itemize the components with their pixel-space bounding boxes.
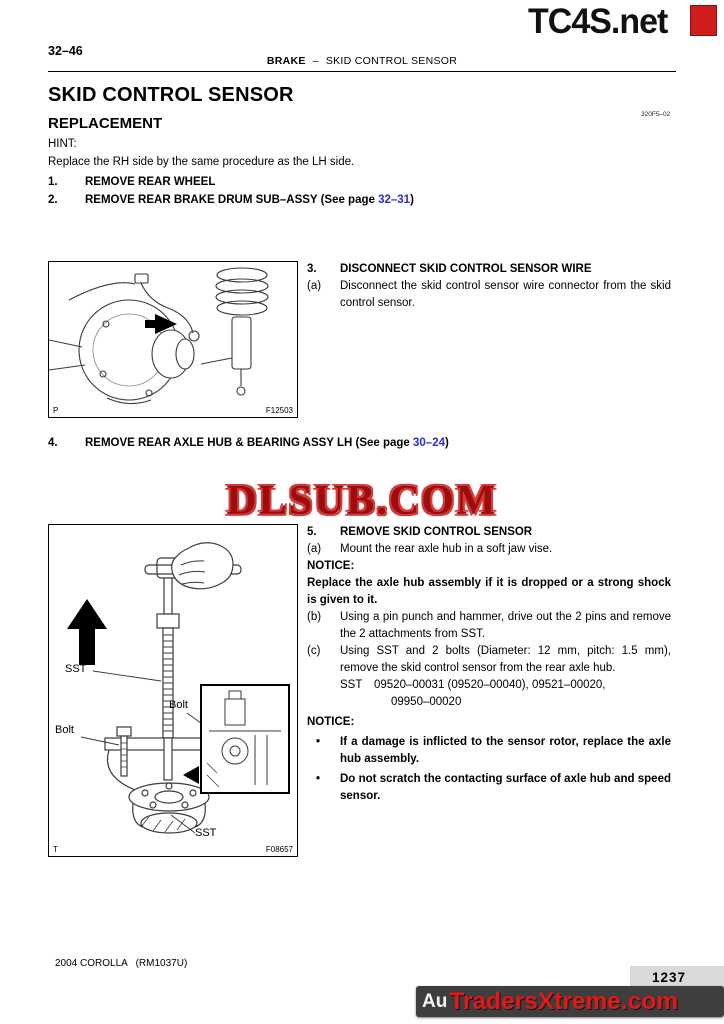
step-3-number: 3. (307, 263, 317, 275)
sst-label: SST (340, 679, 363, 691)
sst-numbers-row: SST 09520–00031 (09520–00040), 09521–0002… (307, 677, 671, 694)
page-link-30-24[interactable]: 30–24 (413, 437, 445, 449)
figure2-label-sst-top: SST (65, 663, 87, 675)
step-4-number: 4. (48, 437, 58, 449)
header-section: BRAKE (266, 55, 306, 67)
page-ref: 32–46 (48, 44, 83, 58)
hint-label: HINT: (48, 138, 77, 150)
step-5a-text: Mount the rear axle hub in a soft jaw vi… (340, 543, 553, 555)
section-title: REPLACEMENT (48, 115, 163, 132)
step-3a: (a) Disconnect the skid control sensor wi… (307, 278, 671, 312)
bullet-1-marker: • (316, 736, 321, 748)
figure1-corner-label: P (53, 406, 59, 415)
step-5b: (b) Using a pin punch and hammer, drive o… (307, 609, 671, 643)
watermark-top: TC4S.net (528, 2, 668, 41)
step-3-title-row: 3. DISCONNECT SKID CONTROL SENSOR WIRE (307, 261, 671, 278)
notice-1-label: NOTICE: (307, 560, 355, 572)
step-1-number: 1. (48, 176, 58, 188)
header-breadcrumb: BRAKE–SKID CONTROL SENSOR (48, 42, 676, 67)
step-3: 3. DISCONNECT SKID CONTROL SENSOR WIRE (a… (307, 261, 671, 312)
step-5b-text: Using a pin punch and hammer, drive out … (340, 611, 671, 640)
bullet-2-text: Do not scratch the contacting surface of… (340, 773, 671, 802)
figure2-label-bolt-left: Bolt (55, 724, 74, 736)
step-3a-text: Disconnect the skid control sensor wire … (340, 280, 671, 309)
page-header: 32–46 BRAKE–SKID CONTROL SENSOR (48, 42, 676, 72)
bullet-2-marker: • (316, 773, 321, 785)
header-subsection: SKID CONTROL SENSOR (325, 55, 458, 67)
page-title: SKID CONTROL SENSOR (48, 84, 294, 106)
watermark-bottom-brand: TradersXtreme.com (449, 987, 679, 1015)
step-2-number: 2. (48, 193, 58, 206)
notice-bullet-2: • Do not scratch the contacting surface o… (307, 771, 671, 805)
step-3a-label: (a) (307, 280, 322, 292)
step-2: 2. REMOVE REAR BRAKE DRUM SUB–ASSY (See p… (48, 192, 676, 210)
figure2-illustration (67, 542, 290, 834)
page-number: 1237 (652, 970, 687, 985)
doc-code: 320F5–02 (641, 111, 671, 118)
notice-2-label: NOTICE: (307, 716, 355, 728)
step-5-title: REMOVE SKID CONTROL SENSOR (340, 526, 533, 538)
step-5c: (c) Using SST and 2 bolts (Diameter: 12 m… (307, 643, 671, 677)
header-separator: – (312, 55, 319, 67)
step-2-text-close: ) (410, 193, 414, 206)
figure2-code: F08657 (265, 845, 293, 854)
figure2-label-sst-bottom: SST (195, 827, 217, 839)
figure1-code: F12503 (265, 406, 293, 415)
step-3-title: DISCONNECT SKID CONTROL SENSOR WIRE (340, 263, 592, 275)
sst-numbers-line1: 09520–00031 (09520–00040), 09521–00020, (374, 679, 606, 691)
notice-bullet-1: • If a damage is inflicted to the sensor … (307, 734, 671, 768)
steps-1-2: 1. REMOVE REAR WHEEL 2. REMOVE REAR BRAKE … (48, 174, 676, 209)
hint-text: Replace the RH side by the same procedur… (48, 156, 355, 168)
page-number-strip (630, 966, 724, 989)
watermark-bottom-prefix: Au (422, 990, 448, 1012)
step-4-text: REMOVE REAR AXLE HUB & BEARING ASSY LH (… (85, 437, 414, 449)
page-link-32-31[interactable]: 32–31 (378, 193, 411, 206)
footer-model-line: 2004 COROLLA (RM1037U) (55, 958, 188, 969)
figure2-corner-label: T (53, 845, 58, 854)
step-4-text-close: ) (445, 437, 449, 449)
sst-numbers-line2: 09950–00020 (391, 696, 462, 708)
step-5a-label: (a) (307, 543, 322, 555)
watermark-middle: DLSUB.COM (226, 478, 498, 524)
step-5c-text: Using SST and 2 bolts (Diameter: 12 mm, … (340, 645, 671, 674)
figure-sst-puller: SST Bolt Bolt SST T F08657 (48, 524, 298, 857)
step-1: 1. REMOVE REAR WHEEL (48, 174, 676, 192)
figure2-label-bolt-right: Bolt (169, 699, 188, 711)
step-5-number: 5. (307, 526, 317, 538)
step-4: 4. REMOVE REAR AXLE HUB & BEARING ASSY LH… (48, 435, 676, 453)
step-5a: (a) Mount the rear axle hub in a soft jaw… (307, 541, 671, 558)
watermark-bottom: Au TradersXtreme.com (416, 986, 724, 1017)
watermark-top-red-patch (690, 5, 717, 36)
step-5: 5. REMOVE SKID CONTROL SENSOR (a) Mount th… (307, 524, 671, 805)
figure-brake-assembly: P F12503 (48, 261, 298, 418)
step-2-text: REMOVE REAR BRAKE DRUM SUB–ASSY (See pag… (85, 193, 379, 206)
step-5b-label: (b) (307, 611, 322, 623)
bullet-1-text: If a damage is inflicted to the sensor r… (340, 736, 671, 765)
notice-1-text: Replace the axle hub assembly if it is d… (307, 577, 671, 606)
step-5c-label: (c) (307, 645, 321, 657)
figure1-illustration (49, 267, 269, 405)
step-1-text: REMOVE REAR WHEEL (85, 176, 216, 188)
step-5-title-row: 5. REMOVE SKID CONTROL SENSOR (307, 524, 671, 541)
